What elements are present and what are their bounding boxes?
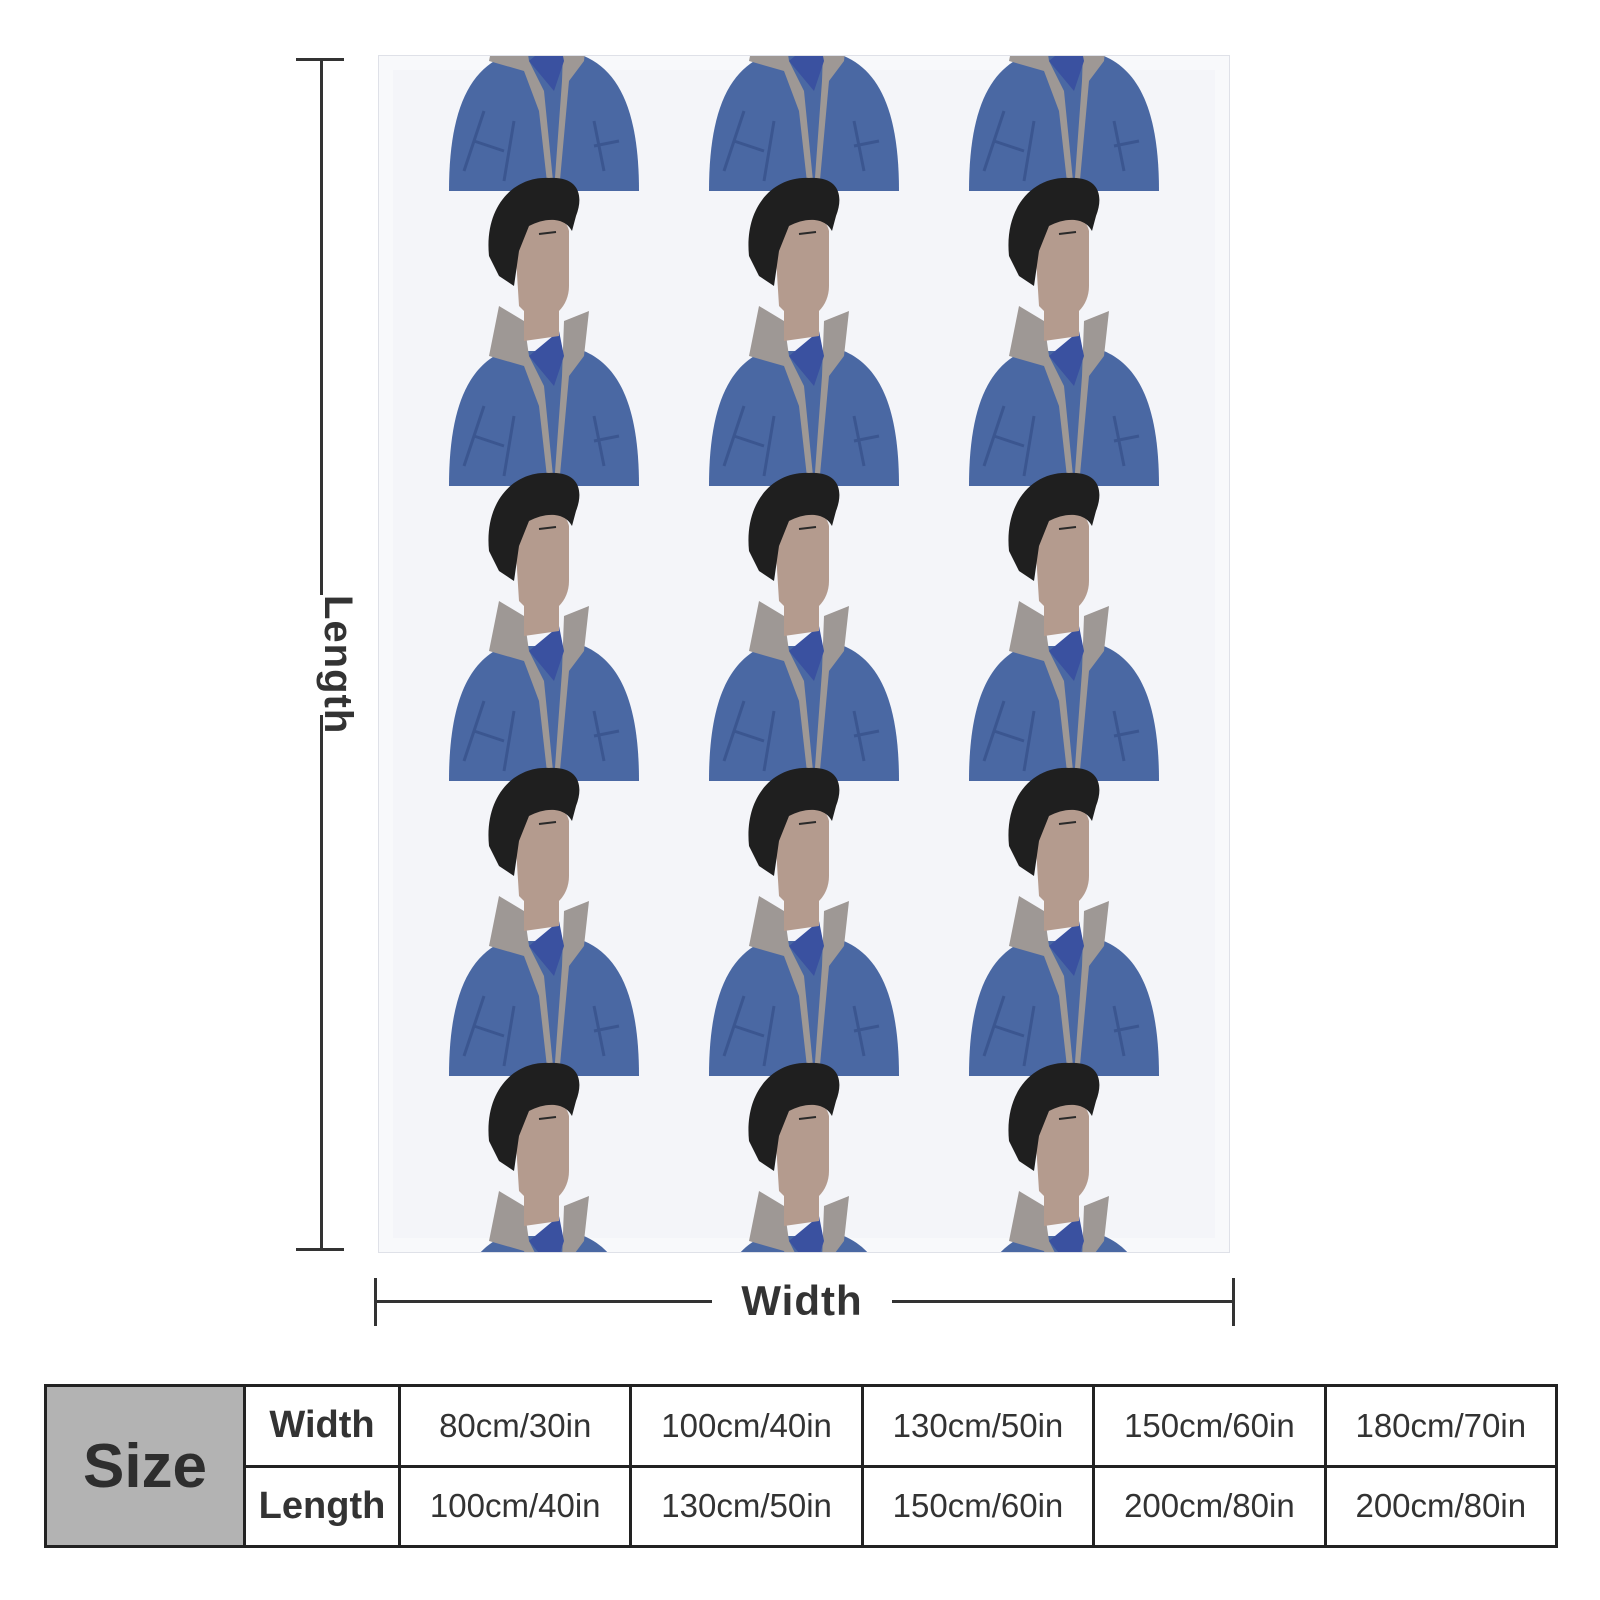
portrait-tile — [967, 766, 1161, 1078]
portrait-tile — [447, 56, 641, 193]
size-table: Size Width 80cm/30in 100cm/40in 130cm/50… — [44, 1384, 1559, 1548]
table-cell: 200cm/80in — [1092, 1464, 1327, 1548]
width-row-label: Width — [243, 1384, 401, 1468]
portrait-pattern — [447, 56, 1161, 1252]
portrait-tile — [967, 56, 1161, 193]
portrait-tile — [707, 766, 901, 1078]
size-header: Size — [44, 1384, 246, 1548]
table-cell: 180cm/70in — [1323, 1384, 1559, 1468]
portrait-tile — [707, 176, 901, 488]
portrait-tile — [707, 56, 901, 193]
length-label: Length — [313, 595, 363, 734]
portrait-tile — [447, 471, 641, 783]
table-cell: 130cm/50in — [629, 1464, 864, 1548]
table-row: Size Width 80cm/30in 100cm/40in 130cm/50… — [44, 1384, 1559, 1548]
table-cell: 100cm/40in — [397, 1464, 633, 1548]
length-row-label: Length — [243, 1464, 401, 1548]
portrait-tile — [967, 1061, 1161, 1252]
table-cell: 150cm/60in — [1092, 1384, 1327, 1468]
table-row: Length 100cm/40in 130cm/50in 150cm/60in … — [46, 1464, 1559, 1548]
table-cell: 100cm/40in — [629, 1384, 864, 1468]
portrait-tile — [967, 471, 1161, 783]
portrait-tile — [967, 176, 1161, 488]
table-cell: 150cm/60in — [860, 1464, 1096, 1548]
table-cell: 130cm/50in — [860, 1384, 1096, 1468]
portrait-tile — [447, 1061, 641, 1252]
portrait-tile — [447, 176, 641, 488]
portrait-tile — [447, 766, 641, 1078]
table-cell: 80cm/30in — [397, 1384, 633, 1468]
portrait-tile — [707, 471, 901, 783]
table-cell: 200cm/80in — [1323, 1464, 1559, 1548]
width-label: Width — [712, 1276, 892, 1326]
portrait-tile — [707, 1061, 901, 1252]
blanket-preview — [378, 55, 1230, 1253]
